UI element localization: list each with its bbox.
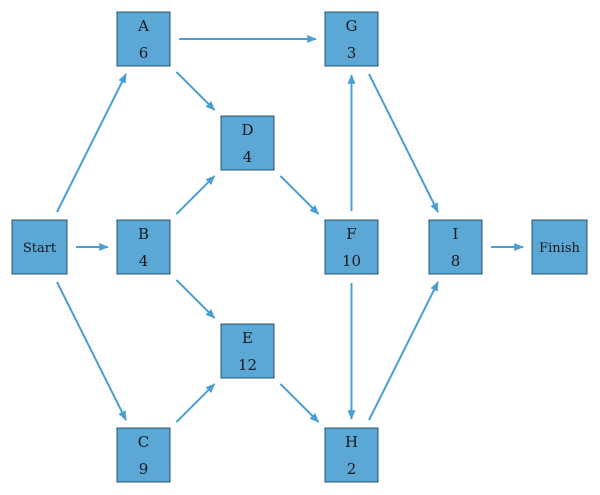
arrow-d-to-f — [279, 175, 320, 215]
arrow-a-to-d — [175, 71, 216, 111]
node-i-label: I — [453, 225, 459, 243]
arrow-c-to-e — [175, 383, 216, 423]
node-e: E 12 — [220, 323, 275, 379]
node-b-duration: 4 — [139, 252, 149, 270]
node-a-label: A — [137, 17, 149, 35]
arrow-start-to-a — [56, 73, 127, 213]
node-c-duration: 9 — [139, 460, 149, 478]
node-a-duration: 6 — [139, 44, 149, 62]
node-start: Start — [11, 219, 68, 275]
arrow-g-to-i — [368, 73, 439, 213]
node-b-label: B — [138, 225, 149, 243]
node-h-label: H — [345, 433, 358, 451]
node-d: D 4 — [220, 115, 275, 171]
node-a: A 6 — [116, 11, 171, 67]
node-finish-label: Finish — [539, 241, 580, 256]
arrow-start-to-c — [56, 281, 127, 421]
node-h-duration: 2 — [347, 460, 357, 478]
node-g: G 3 — [324, 11, 379, 67]
node-g-label: G — [346, 17, 358, 35]
node-d-duration: 4 — [243, 148, 253, 166]
node-g-duration: 3 — [347, 44, 357, 62]
node-start-label: Start — [23, 241, 57, 256]
node-f-duration: 10 — [342, 252, 361, 270]
arrow-b-to-e — [175, 279, 216, 319]
node-finish: Finish — [531, 219, 588, 275]
node-h: H 2 — [324, 427, 379, 483]
node-c-label: C — [138, 433, 149, 451]
arrow-b-to-d — [175, 175, 216, 215]
node-i-duration: 8 — [451, 252, 461, 270]
edges-layer — [56, 35, 524, 423]
arrow-h-to-i — [368, 281, 439, 421]
node-f-label: F — [346, 225, 356, 243]
node-e-label: E — [242, 329, 253, 347]
node-d-label: D — [241, 121, 253, 139]
node-e-duration: 12 — [238, 356, 257, 374]
node-b: B 4 — [116, 219, 171, 275]
node-c: C 9 — [116, 427, 171, 483]
node-f: F 10 — [324, 219, 379, 275]
arrow-e-to-h — [279, 383, 320, 423]
node-i: I 8 — [428, 219, 483, 275]
